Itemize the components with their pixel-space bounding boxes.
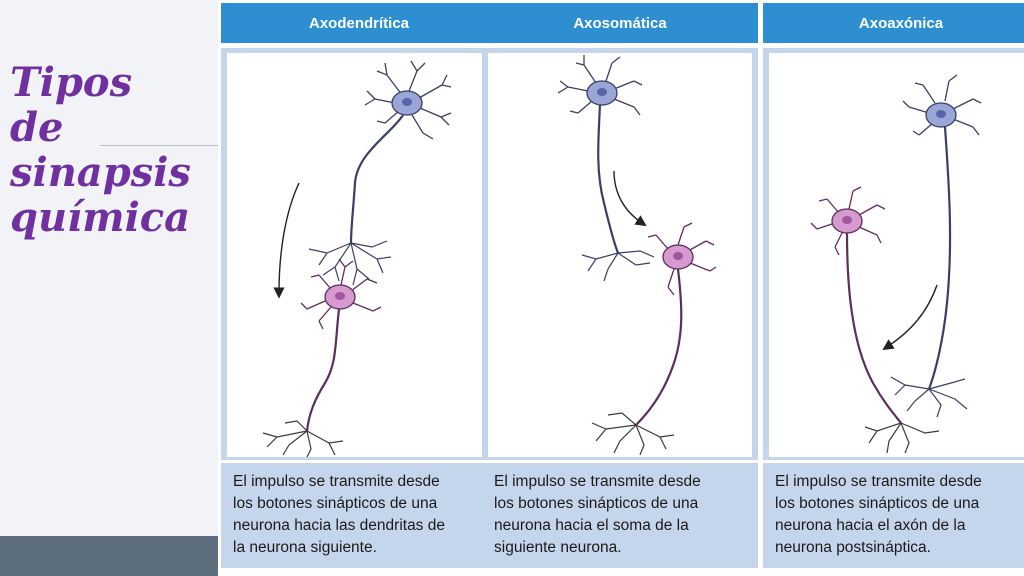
column-caption: El impulso se transmite desde los botone… <box>221 463 497 568</box>
illustration-panel <box>763 48 1024 460</box>
column-axosomatica: Axosomática <box>482 3 758 568</box>
postsynaptic-neuron-icon <box>262 258 382 457</box>
slide-title-line: química <box>10 194 191 241</box>
axodendritic-illustration <box>262 60 452 457</box>
presynaptic-neuron-icon <box>557 55 655 282</box>
presynaptic-neuron-icon <box>890 74 982 418</box>
caption-line: los botones sinápticos de una <box>775 495 980 512</box>
presynaptic-neuron-icon <box>308 60 452 286</box>
caption-line: El impulso se transmite desde <box>233 473 440 490</box>
impulse-direction-arrow-icon <box>613 170 647 227</box>
column-header: Axosomática <box>482 3 758 43</box>
caption-line: El impulso se transmite desde <box>494 473 701 490</box>
column-axodendritica: Axodendrítica <box>221 3 497 568</box>
axoaxonic-illustration <box>810 74 982 454</box>
column-header: Axoaxónica <box>763 3 1024 43</box>
column-header: Axodendrítica <box>221 3 497 43</box>
illustration-panel <box>221 48 497 460</box>
postsynaptic-neuron-icon <box>591 222 717 456</box>
slide-title-line: de <box>10 104 64 151</box>
slide-title: Tipos de sinapsis química <box>10 60 215 240</box>
caption-line: neurona hacia el soma de la <box>494 517 689 534</box>
caption-line: neurona hacia el axón de la <box>775 517 966 534</box>
caption-line: neurona hacia las dendritas de <box>233 517 445 534</box>
illustration-area <box>227 53 491 457</box>
slide-title-line: Tipos <box>10 59 133 106</box>
postsynaptic-neuron-icon <box>810 186 940 454</box>
caption-line: El impulso se transmite desde <box>775 473 982 490</box>
caption-line: los botones sinápticos de una <box>233 495 438 512</box>
impulse-direction-arrow-icon <box>273 182 300 299</box>
caption-line: los botones sinápticos de una <box>494 495 699 512</box>
impulse-direction-arrow-icon <box>882 284 938 351</box>
synapse-types-figure: Axodendrítica <box>218 0 1024 576</box>
column-caption: El impulso se transmite desde los botone… <box>482 463 758 568</box>
title-divider <box>100 145 218 146</box>
axosomatic-illustration <box>557 55 717 456</box>
illustration-panel <box>482 48 758 460</box>
caption-line: siguiente neurona. <box>494 539 622 556</box>
illustration-area <box>769 53 1024 457</box>
caption-line: la neurona siguiente. <box>233 539 377 556</box>
illustration-area <box>488 53 752 457</box>
caption-line: neurona postsináptica. <box>775 539 931 556</box>
column-axoaxonica: Axoaxónica <box>763 3 1024 568</box>
column-caption: El impulso se transmite desde los botone… <box>763 463 1024 568</box>
slide-title-line: sinapsis <box>10 149 191 196</box>
